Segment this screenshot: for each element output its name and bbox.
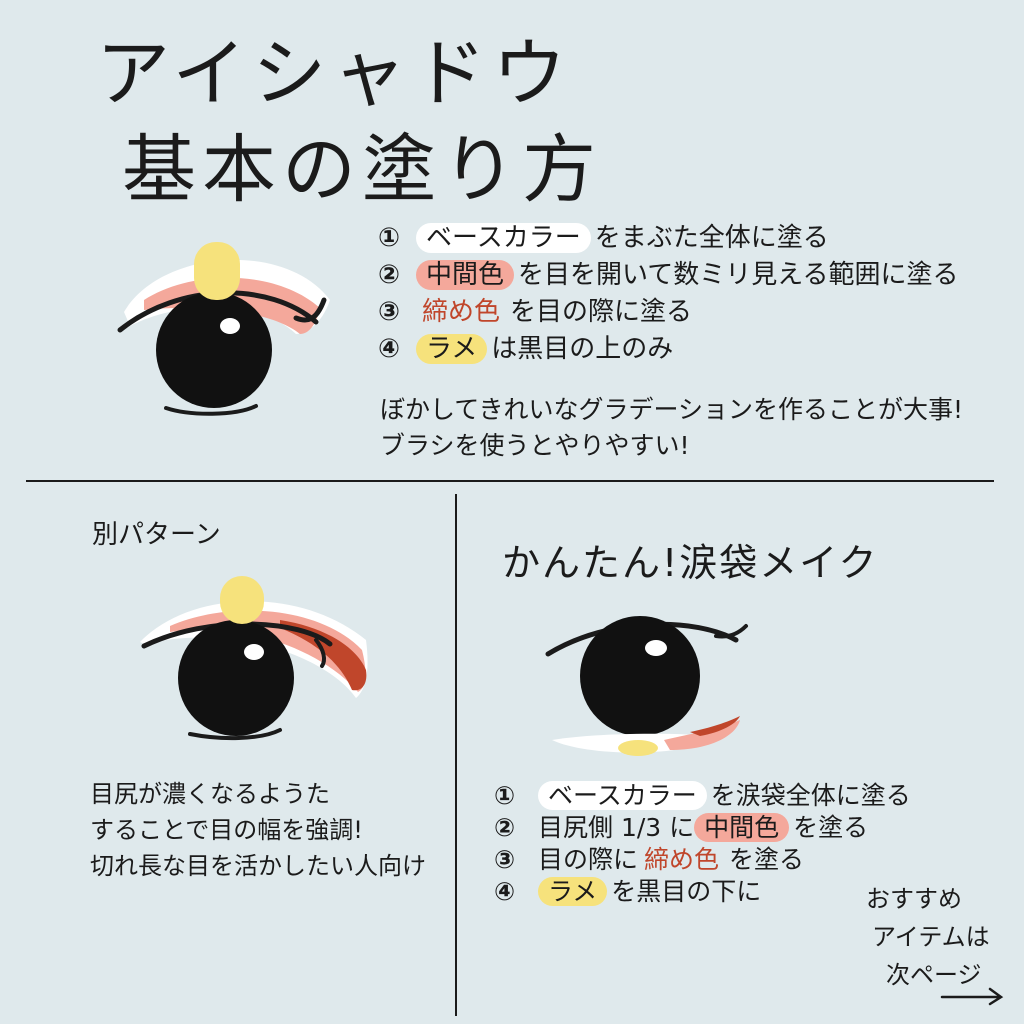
step-text: を黒目の下に: [611, 877, 762, 906]
dark-color-area: [690, 716, 740, 736]
step-text: を塗る: [729, 845, 805, 874]
recommend-note: おすすめ アイテムは 次ページ: [866, 880, 990, 994]
iris: [580, 616, 700, 736]
iris: [178, 620, 294, 736]
eye-corner-line: [714, 624, 748, 639]
step-highlight: 中間色: [694, 813, 790, 842]
tear-bag-heading: かんたん!涙袋メイク: [502, 541, 879, 585]
step-number: ②: [494, 813, 516, 842]
alt-eye-illustration: [140, 576, 368, 741]
step-text: をまぶた全体に塗る: [594, 223, 829, 253]
alt-pattern-heading: 別パターン: [92, 520, 221, 550]
step-text: を塗る: [793, 813, 869, 842]
main-step-3: ③ 締め色を目の際に塗る: [378, 294, 958, 331]
step-number: ③: [494, 845, 516, 874]
title-line-2: 基本の塗り方: [122, 127, 602, 213]
main-note: ぼかしてきれいなグラデーションを作ることが大事! ブラシを使うとやりやすい!: [380, 392, 963, 464]
glitter-spot: [618, 740, 658, 756]
step-highlight: ラメ: [416, 334, 488, 364]
alt-desc-line-2: することで目の幅を強調!: [90, 816, 363, 844]
lower-lid-line: [164, 404, 258, 416]
tear-step-4: ④ ラメを黒目の下に: [494, 876, 911, 908]
step-number: ③: [378, 297, 401, 327]
main-step-4: ④ ラメは黒目の上のみ: [378, 331, 958, 368]
recommend-line-3: 次ページ: [886, 961, 982, 989]
vertical-divider: [455, 494, 457, 1016]
iris-highlight: [220, 318, 240, 334]
dark-color-area: [280, 620, 367, 691]
step-number: ①: [378, 223, 401, 253]
step-number: ②: [378, 260, 401, 290]
tear-step-1: ① ベースカラーを涙袋全体に塗る: [494, 780, 911, 812]
step-text: は黒目の上のみ: [491, 334, 674, 364]
recommend-line-1: おすすめ: [866, 885, 962, 913]
next-page-arrow-icon: [940, 987, 1004, 1006]
main-note-line-2: ブラシを使うとやりやすい!: [380, 431, 690, 460]
title-line-1: アイシャドウ: [96, 31, 573, 117]
iris-highlight: [645, 640, 667, 656]
step-highlight: 締め色: [644, 845, 720, 874]
tear-step-2: ② 目尻側 1/3 に中間色を塗る: [494, 812, 911, 844]
glitter-spot: [220, 576, 264, 624]
horizontal-divider: [26, 480, 994, 482]
main-eye-illustration: [117, 242, 330, 416]
page-title: アイシャドウ 基本の塗り方: [96, 26, 602, 218]
recommend-line-2: アイテムは: [872, 923, 990, 951]
step-prefix: 目尻側 1/3 に: [538, 813, 695, 842]
main-note-line-1: ぼかしてきれいなグラデーションを作ることが大事!: [380, 395, 964, 424]
step-highlight: ベースカラー: [416, 223, 591, 253]
iris: [156, 292, 272, 408]
step-number: ①: [494, 781, 516, 810]
main-step-2: ② 中間色を目を開いて数ミリ見える範囲に塗る: [378, 257, 958, 294]
main-steps: ① ベースカラーをまぶた全体に塗る ② 中間色を目を開いて数ミリ見える範囲に塗る ③…: [378, 220, 958, 368]
step-number: ④: [378, 334, 401, 364]
step-highlight: 締め色: [422, 297, 501, 327]
lower-lid-line: [188, 728, 282, 741]
eye-corner-line: [293, 297, 327, 323]
alt-pattern-description: 目尻が濃くなるようた することで目の幅を強調! 切れ長な目を活かしたい人向け: [90, 776, 426, 884]
tear-bag-eye-illustration: [545, 616, 748, 756]
step-text: を目を開いて数ミリ見える範囲に塗る: [518, 260, 959, 290]
main-step-1: ① ベースカラーをまぶた全体に塗る: [378, 220, 958, 257]
step-text: を涙袋全体に塗る: [710, 781, 911, 810]
glitter-spot: [194, 242, 240, 300]
alt-desc-line-1: 目尻が濃くなるようた: [90, 780, 330, 808]
alt-desc-line-3: 切れ長な目を活かしたい人向け: [90, 852, 426, 880]
step-highlight: ラメ: [538, 877, 608, 906]
iris-highlight: [244, 644, 264, 660]
step-text: を目の際に塗る: [510, 297, 693, 327]
tear-step-3: ③ 目の際に締め色を塗る: [494, 844, 911, 876]
step-number: ④: [494, 877, 516, 906]
step-prefix: 目の際に: [538, 845, 639, 874]
step-highlight: ベースカラー: [538, 781, 707, 810]
eye-corner-line: [314, 638, 326, 668]
step-highlight: 中間色: [416, 260, 515, 290]
